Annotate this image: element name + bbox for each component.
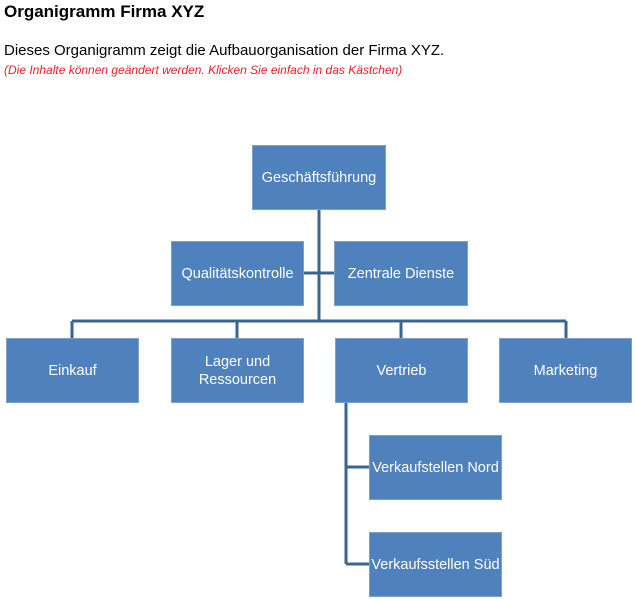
org-box-einkauf[interactable]: Einkauf [6, 338, 139, 403]
org-box-label: Zentrale Dienste [347, 265, 455, 282]
org-box-root[interactable]: Geschäftsführung [252, 145, 386, 210]
org-box-label: Einkauf [48, 362, 97, 379]
org-box-label: Verkaufstellen Nord [372, 459, 499, 476]
org-box-label: Qualitätskontrolle [181, 265, 294, 282]
org-box-label: Lager und Ressourcen [198, 353, 277, 388]
org-box-vertrieb[interactable]: Vertrieb [335, 338, 468, 403]
org-box-zentrale-dienste[interactable]: Zentrale Dienste [334, 241, 468, 306]
page-description: Dieses Organigramm zeigt die Aufbauorgan… [4, 42, 445, 59]
org-box-label: Verkaufsstellen Süd [371, 556, 500, 573]
org-box-verkauf-nord[interactable]: Verkaufstellen Nord [369, 435, 502, 500]
page-title: Organigramm Firma XYZ [4, 2, 205, 21]
edit-hint: (Die Inhalte können geändert werden. Kli… [4, 63, 403, 77]
org-box-marketing[interactable]: Marketing [499, 338, 632, 403]
org-box-label: Marketing [533, 362, 598, 379]
org-box-label: Geschäftsführung [261, 169, 377, 186]
org-box-qualitaetskontrolle[interactable]: Qualitätskontrolle [171, 241, 304, 306]
org-box-lager[interactable]: Lager und Ressourcen [171, 338, 304, 403]
org-box-label: Vertrieb [376, 362, 427, 379]
org-box-verkauf-sued[interactable]: Verkaufsstellen Süd [369, 532, 502, 597]
